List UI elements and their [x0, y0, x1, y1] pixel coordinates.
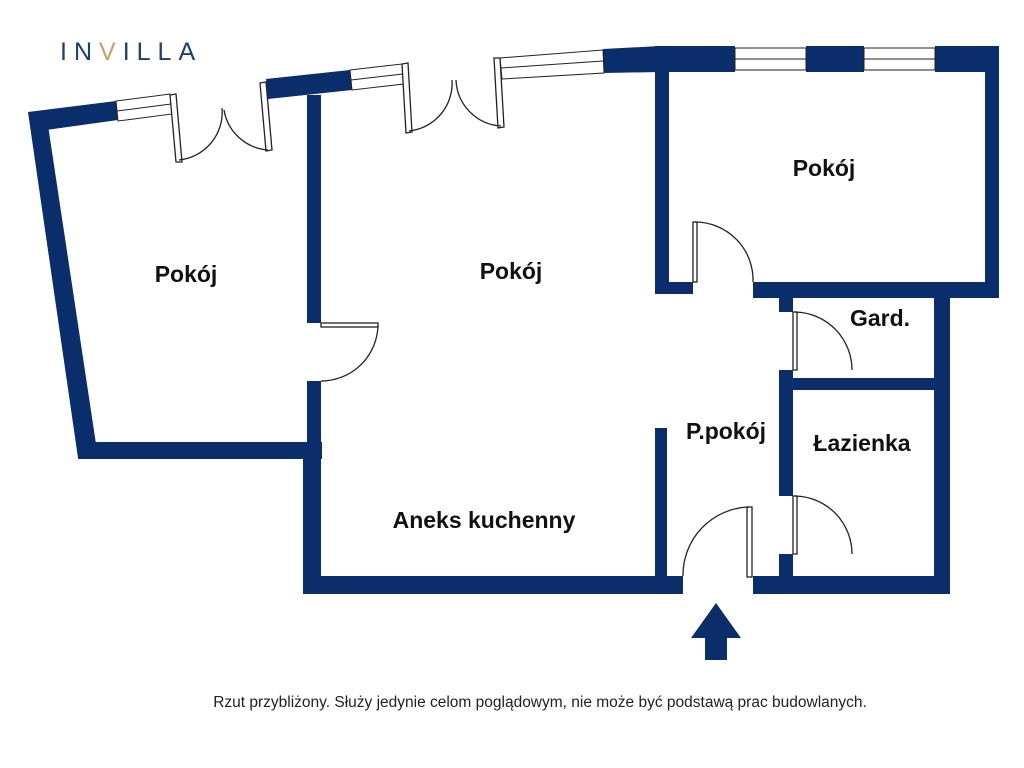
label-room-center: Pokój [480, 258, 543, 284]
windows [115, 47, 936, 122]
disclaimer-note: Rzut przybliżony. Służy jedynie celom po… [213, 694, 867, 711]
door-topright-leaf [692, 221, 698, 283]
wall-partition-lower [307, 381, 321, 459]
entrance-arrow-icon [691, 603, 741, 660]
wall-service-west-mid [779, 370, 793, 496]
door-left-room-leaf [320, 322, 379, 328]
french-door-left-room-leaf-a [169, 93, 183, 163]
wall-main-top-a [603, 46, 660, 73]
french-door-left-room-arc-a [178, 107, 223, 161]
label-room-left: Pokój [155, 261, 218, 287]
interior-doors [320, 221, 853, 578]
wall-topright-north-b [806, 46, 864, 72]
french-door-left-room-leaf-b [259, 81, 273, 152]
wall-south-east [753, 576, 950, 594]
wall-topright-east [985, 46, 999, 298]
door-entrance-leaf [746, 506, 753, 578]
door-bathroom-leaf [792, 495, 798, 555]
wall-service-west-upper [779, 282, 793, 312]
french-door-main-leaf-a [401, 62, 413, 134]
door-wardrobe-arc [794, 311, 853, 371]
brand-logo: INVILLA [60, 38, 202, 66]
door-topright-arc [694, 221, 754, 283]
wall-wardrobe-south [779, 378, 950, 390]
wall-left-room-west [28, 112, 96, 458]
door-wardrobe-leaf [792, 311, 798, 371]
wall-hallway-partition [655, 428, 667, 594]
wall-left-room-top-b [266, 70, 352, 99]
label-kitchenette: Aneks kuchenny [393, 507, 576, 533]
french-door-left-room-arc-b [223, 109, 269, 151]
wall-topright-west [655, 46, 669, 292]
walls [28, 46, 999, 594]
door-bathroom-arc [794, 495, 853, 555]
french-door-main-leaf-b [493, 57, 505, 129]
wall-topright-south-a [655, 282, 693, 294]
wall-partition-upper [307, 95, 321, 323]
room-labels: Pokój Pokój Pokój Gard. P.pokój Łazienka… [155, 155, 911, 533]
french-door-main-arc-b [455, 79, 502, 127]
door-left-room-arc [320, 324, 379, 382]
wall-left-room-south [78, 442, 322, 459]
wall-south-main [303, 576, 683, 594]
label-wardrobe: Gard. [850, 305, 910, 331]
french-doors [169, 57, 505, 163]
french-door-main-arc-a [408, 79, 453, 132]
wall-left-room-top-a [28, 101, 118, 130]
label-hallway: P.pokój [686, 418, 766, 444]
door-entrance-arc [682, 506, 750, 577]
label-bathroom: Łazienka [813, 430, 910, 456]
wall-service-east [934, 282, 950, 594]
label-room-top-right: Pokój [793, 155, 856, 181]
wall-south-west-corner [303, 442, 321, 594]
